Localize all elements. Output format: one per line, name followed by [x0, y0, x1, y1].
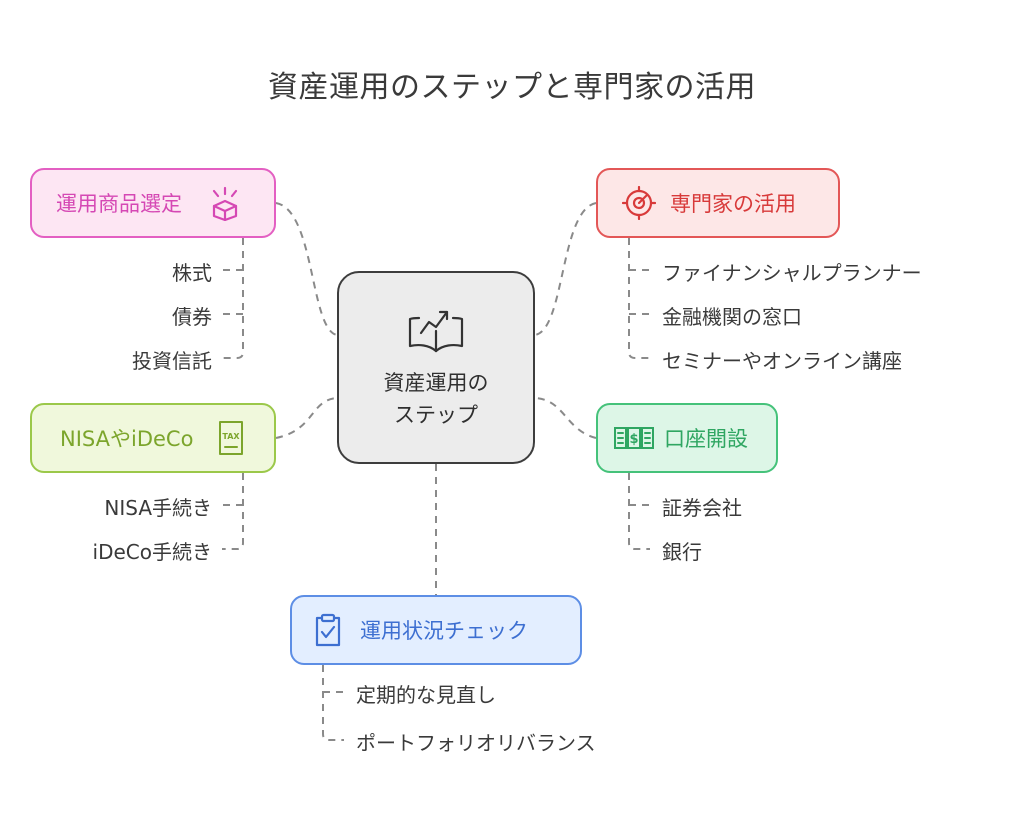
svg-text:$: $ — [629, 432, 638, 447]
branch-product-selection-label: 運用商品選定 — [56, 192, 182, 216]
leaf-bank: 銀行 — [662, 540, 702, 564]
center-node[interactable]: 資産運用の ステップ — [337, 271, 535, 464]
svg-text:TAX: TAX — [223, 432, 241, 441]
leaf-financial-planner: ファイナンシャルプランナー — [662, 261, 922, 285]
link-center-nisa — [275, 397, 338, 439]
branch-account-opening-label: 口座開設 — [664, 427, 748, 451]
target-icon — [622, 186, 656, 220]
link-red-trunk — [628, 238, 650, 359]
link-lime-trunk — [222, 473, 244, 550]
link-pink-trunk — [222, 238, 244, 359]
branch-nisa-ideco[interactable]: NISAやiDeCo TAX — [30, 403, 276, 473]
diagram-title: 資産運用のステップと専門家の活用 — [268, 70, 756, 105]
leaf-ideco-procedure: iDeCo手続き — [92, 540, 212, 564]
clipboard-check-icon — [314, 613, 342, 647]
tax-document-icon: TAX — [217, 420, 245, 456]
branch-experts[interactable]: 専門家の活用 — [596, 168, 840, 238]
leaf-bonds: 債券 — [172, 305, 212, 329]
box-sparkle-icon — [208, 185, 242, 221]
leaf-bank-counter: 金融機関の窓口 — [662, 305, 802, 329]
leaf-nisa-procedure: NISA手続き — [104, 496, 212, 520]
branch-monitoring-label: 運用状況チェック — [360, 619, 528, 643]
branch-experts-label: 専門家の活用 — [670, 192, 796, 216]
link-center-experts — [534, 202, 597, 336]
branch-account-opening[interactable]: $ 口座開設 — [596, 403, 778, 473]
leaf-seminars: セミナーやオンライン講座 — [662, 349, 902, 373]
link-center-product — [275, 202, 338, 336]
leaf-periodic-review: 定期的な見直し — [356, 683, 496, 707]
branch-nisa-ideco-label: NISAやiDeCo — [60, 427, 194, 451]
leaf-securities-company: 証券会社 — [662, 496, 742, 520]
link-green-trunk — [628, 473, 650, 550]
open-book-growth-icon — [405, 305, 467, 355]
money-bills-icon: $ — [614, 425, 654, 451]
center-label: 資産運用の ステップ — [383, 370, 489, 427]
branch-product-selection[interactable]: 運用商品選定 — [30, 168, 276, 238]
leaf-investment-trusts: 投資信託 — [132, 349, 212, 373]
leaf-portfolio-rebalance: ポートフォリオリバランス — [356, 731, 596, 755]
branch-monitoring[interactable]: 運用状況チェック — [290, 595, 582, 665]
link-blue-trunk — [322, 665, 344, 741]
leaf-stocks: 株式 — [172, 261, 212, 285]
link-center-account — [534, 397, 597, 439]
